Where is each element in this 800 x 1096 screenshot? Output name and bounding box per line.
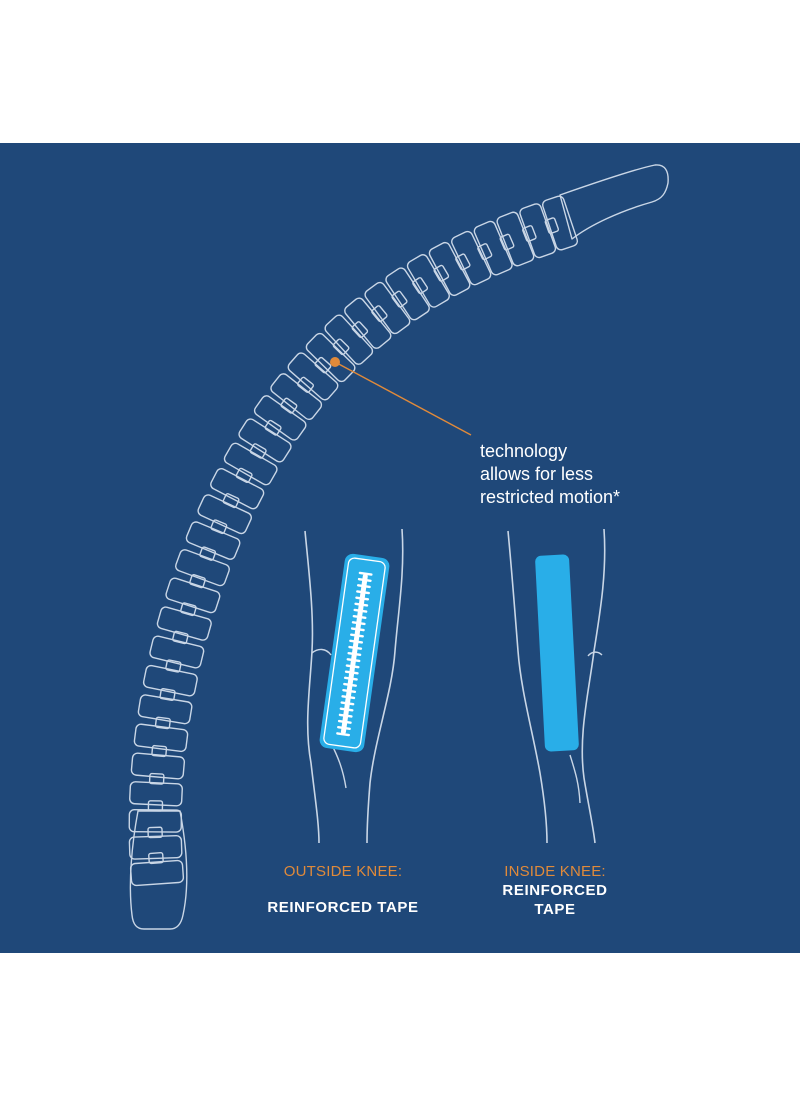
- illustration-canvas: [128, 164, 669, 930]
- inside-knee-label: INSIDE KNEE:: [504, 863, 606, 880]
- zipper-segments-icon: [336, 571, 373, 737]
- inside-knee-tape-label-line-1: REINFORCED: [502, 882, 608, 899]
- outside-knee-caption: OUTSIDE KNEE: REINFORCED TAPE: [243, 862, 443, 917]
- illustration-panel: technology allows for less restricted mo…: [0, 143, 800, 953]
- outside-knee-tape-label: REINFORCED TAPE: [267, 899, 419, 916]
- inside-knee-tape-label-line-2: TAPE: [534, 901, 576, 918]
- leg-outline-with-solid-tape-icon: [507, 528, 606, 844]
- callout-line-1: technology: [480, 441, 568, 461]
- motion-callout: technology allows for less restricted mo…: [480, 440, 740, 509]
- outside-knee-label: OUTSIDE KNEE:: [283, 863, 403, 880]
- inside-knee-caption: INSIDE KNEE: REINFORCED TAPE: [455, 862, 655, 919]
- segmented-tape-outline-icon: [128, 164, 669, 930]
- leg-outline-with-segmented-tape-icon: [304, 528, 404, 844]
- callout-line-3: restricted motion*: [480, 487, 621, 507]
- callout-pointer-icon: [330, 357, 472, 436]
- callout-line-2: allows for less: [480, 464, 594, 484]
